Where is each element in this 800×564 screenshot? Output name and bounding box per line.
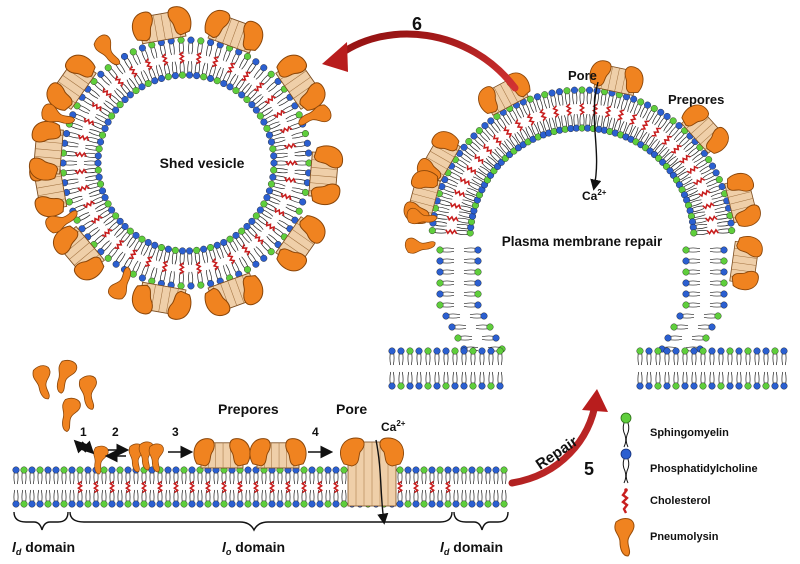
cholesterol-icon (621, 488, 629, 514)
pneumolysin-monomers (32, 360, 97, 432)
phosphatidylcholine-icon (620, 448, 632, 484)
step-arrows (73, 439, 334, 463)
step-6-label: 6 (412, 14, 422, 34)
shed-vesicle-label: Shed vesicle (160, 155, 245, 171)
ld-domain-left-label: ld domain (12, 539, 75, 557)
legend-pneumolysin: Pneumolysin (650, 531, 719, 543)
prepores-top-label: Prepores (668, 92, 724, 107)
legend-phosphatidylcholine: Phosphatidylcholine (650, 463, 758, 475)
step-5-label: 5 (584, 459, 594, 479)
legend-sphingomyelin: Sphingomyelin (650, 427, 729, 439)
step-3-label: 3 (172, 425, 179, 439)
repair-arrow (508, 396, 600, 487)
step-6-arrowhead (322, 42, 348, 72)
legend: Sphingomyelin Phosphatidylcholine Choles… (614, 412, 758, 557)
domain-braces (13, 511, 509, 532)
step-4-label: 4 (312, 425, 319, 439)
legend-cholesterol: Cholesterol (650, 495, 711, 507)
step-1-label: 1 (80, 425, 87, 439)
step-6-arrow (331, 30, 519, 92)
prepores-bottom-label: Prepores (218, 401, 279, 417)
ca-flux-arrow-top (590, 81, 602, 191)
ld-domain-right-label: ld domain (440, 539, 503, 557)
lo-domain-label: lo domain (222, 539, 285, 557)
repair-arrowhead (582, 389, 608, 412)
sphingomyelin-icon (620, 412, 632, 448)
ca-bottom-label: Ca2+ (381, 419, 406, 434)
pneumolysin-icon (614, 518, 635, 557)
step-2-label: 2 (112, 425, 119, 439)
pore-bottom-label: Pore (336, 401, 367, 417)
shed-vesicle (28, 6, 344, 320)
pore-top-label: Pore (568, 68, 597, 83)
membrane-invagination (388, 60, 788, 390)
ca-flux-arrow-bottom (375, 439, 389, 525)
plasma-membrane-repair-label: Plasma membrane repair (502, 234, 663, 249)
ca-top-label: Ca2+ (582, 188, 607, 203)
flat-membrane (12, 437, 508, 508)
